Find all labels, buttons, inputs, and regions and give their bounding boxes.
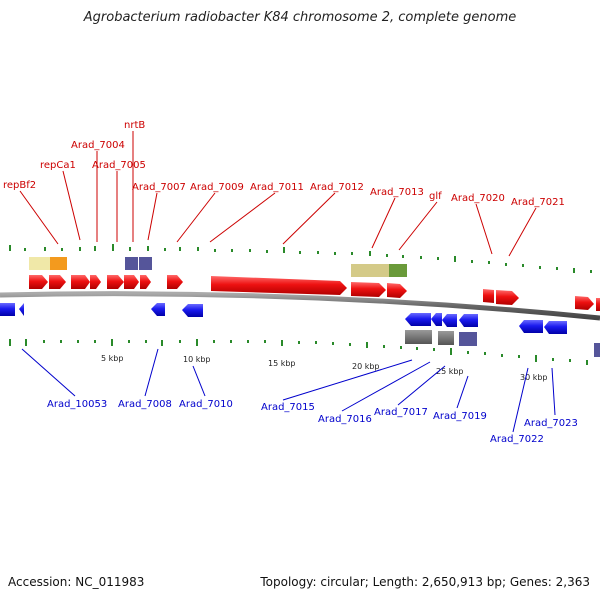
- label-arad-10053: Arad_10053: [47, 399, 107, 410]
- label-arad-7011: Arad_7011: [250, 182, 304, 193]
- label-arad-7020: Arad_7020: [451, 193, 505, 204]
- gene-arrow-forward: [167, 275, 183, 289]
- label-repCa1: repCa1: [40, 160, 76, 171]
- label-arad-7015: Arad_7015: [261, 402, 315, 413]
- feature-box: [29, 257, 50, 270]
- scale-labels: 5 kbp 10 kbp 15 kbp 20 kbp 25 kbp 30 kbp: [101, 354, 548, 382]
- scale-25kbp: 25 kbp: [436, 367, 464, 376]
- gene-arrow-forward: [483, 289, 494, 303]
- forward-genes: [29, 275, 600, 311]
- label-glf: glf: [429, 191, 442, 202]
- gene-arrow-reverse: [151, 303, 165, 316]
- feature-box: [594, 343, 600, 357]
- gene-arrow-forward: [29, 275, 48, 289]
- label-nrtB: nrtB: [124, 120, 145, 131]
- bottom-tick-row: [9, 339, 588, 365]
- gene-arrow-reverse: [544, 321, 567, 334]
- feature-box: [389, 264, 407, 277]
- label-arad-7022: Arad_7022: [490, 434, 544, 445]
- gene-arrow-forward: [124, 275, 139, 289]
- label-repBf2: repBf2: [3, 180, 36, 191]
- gene-arrow-forward: [575, 296, 594, 310]
- gene-arrow-forward: [90, 275, 101, 289]
- bottom-leader-lines: [21, 348, 556, 433]
- label-arad-7017: Arad_7017: [374, 407, 428, 418]
- label-arad-7005: Arad_7005: [92, 160, 146, 171]
- lower-features: [405, 330, 600, 357]
- feature-box: [125, 257, 138, 270]
- gene-arrow-forward: [351, 282, 386, 297]
- label-arad-7012: Arad_7012: [310, 182, 364, 193]
- feature-box: [405, 330, 432, 344]
- gene-arrow-forward: [496, 290, 519, 305]
- feature-box: [139, 257, 152, 270]
- gene-arrow-forward: [596, 298, 600, 311]
- label-arad-7007: Arad_7007: [132, 182, 186, 193]
- feature-box: [438, 331, 454, 345]
- gene-arrow-reverse: [19, 303, 24, 316]
- label-arad-7009: Arad_7009: [190, 182, 244, 193]
- accession-text: Accession: NC_011983: [8, 575, 145, 589]
- topology-text: Topology: circular; Length: 2,650,913 bp…: [260, 575, 590, 589]
- label-arad-7013: Arad_7013: [370, 187, 424, 198]
- top-labels: repBf2 repCa1 Arad_7004 Arad_7005 nrtB A…: [3, 120, 565, 208]
- gene-arrow-forward: [49, 275, 66, 289]
- feature-box: [50, 257, 67, 270]
- gene-arrow-forward: [387, 283, 407, 298]
- bottom-labels: Arad_10053 Arad_7008 Arad_7010 Arad_7015…: [47, 399, 578, 445]
- gene-arrow-forward: [107, 275, 124, 289]
- feature-box: [459, 332, 477, 346]
- reverse-genes: [0, 303, 567, 334]
- label-arad-7021: Arad_7021: [511, 197, 565, 208]
- label-arad-7008: Arad_7008: [118, 399, 172, 410]
- top-leader-lines: [19, 131, 537, 257]
- scale-10kbp: 10 kbp: [183, 355, 211, 364]
- map-title: Agrobacterium radiobacter K84 chromosome…: [83, 10, 517, 25]
- upper-features: [29, 257, 407, 277]
- feature-box: [351, 264, 389, 277]
- gene-arrow-reverse: [431, 313, 442, 326]
- gene-arrow-reverse: [405, 313, 431, 326]
- gene-arrow-forward: [140, 275, 151, 289]
- label-arad-7004: Arad_7004: [71, 140, 125, 151]
- gene-arrow-reverse: [442, 314, 457, 327]
- top-tick-row: [9, 244, 592, 273]
- gene-arrow-reverse: [459, 314, 478, 327]
- gene-arrow-forward: [71, 275, 90, 289]
- gene-arrow-reverse: [519, 320, 543, 333]
- gene-arrow-reverse: [0, 303, 15, 316]
- label-arad-7010: Arad_7010: [179, 399, 233, 410]
- label-arad-7016: Arad_7016: [318, 414, 372, 425]
- scale-15kbp: 15 kbp: [268, 359, 296, 368]
- label-arad-7023: Arad_7023: [524, 418, 578, 429]
- scale-20kbp: 20 kbp: [352, 362, 380, 371]
- label-arad-7019: Arad_7019: [433, 411, 487, 422]
- gene-arrow-forward: [211, 276, 347, 295]
- scale-30kbp: 30 kbp: [520, 373, 548, 382]
- gene-arrow-reverse: [182, 304, 203, 317]
- chromosome-backbone: [0, 291, 600, 321]
- scale-5kbp: 5 kbp: [101, 354, 123, 363]
